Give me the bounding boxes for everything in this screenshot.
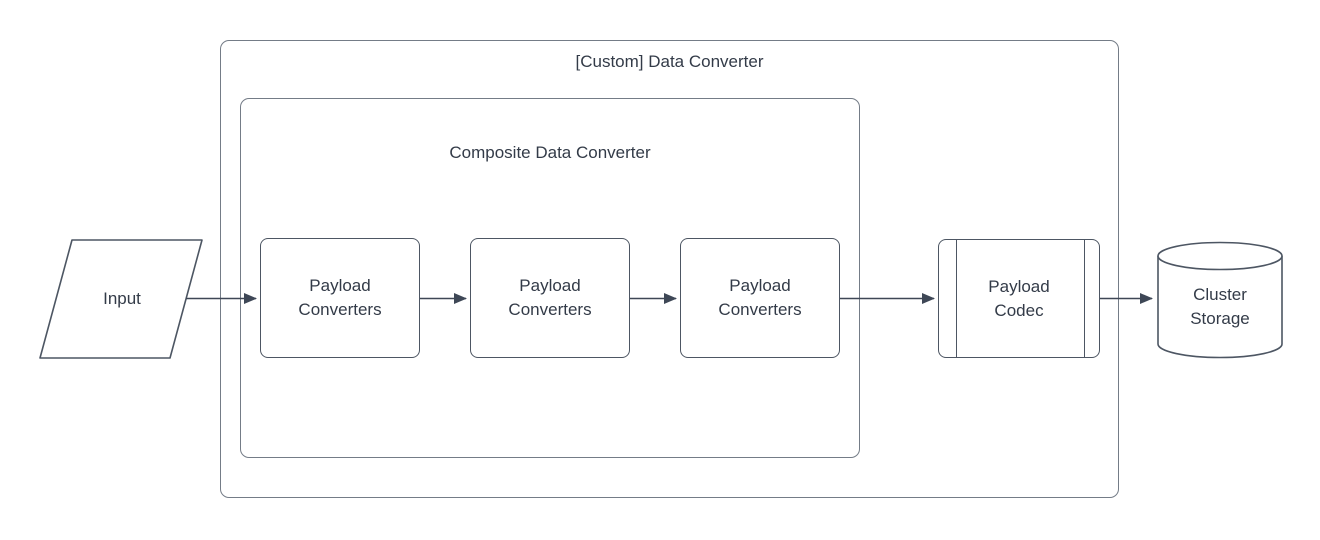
payload-converters-label: Payload Converters xyxy=(718,276,802,319)
custom-data-converter-title: [Custom] Data Converter xyxy=(575,52,764,71)
codec-right-bar xyxy=(1084,240,1085,357)
input-node-label: Input xyxy=(103,289,141,308)
payload-converters-node-1[interactable]: Payload Converters xyxy=(260,238,420,358)
input-node-shape[interactable] xyxy=(36,236,208,362)
payload-converters-node-3[interactable]: Payload Converters xyxy=(680,238,840,358)
payload-codec-node[interactable]: Payload Codec xyxy=(938,239,1100,358)
composite-data-converter-title: Composite Data Converter xyxy=(449,143,651,162)
payload-codec-label: Payload Codec xyxy=(988,276,1050,320)
payload-converters-label: Payload Converters xyxy=(508,276,592,319)
parallelogram-shape xyxy=(39,239,203,359)
payload-converters-node-2[interactable]: Payload Converters xyxy=(470,238,630,358)
payload-converters-label: Payload Converters xyxy=(298,276,382,319)
cylinder-body xyxy=(1157,256,1283,359)
codec-left-bar xyxy=(956,240,957,357)
composite-data-converter-container[interactable]: Composite Data Converter xyxy=(240,98,860,458)
cluster-storage-label: Cluster Storage xyxy=(1190,285,1250,328)
cylinder-top xyxy=(1157,241,1283,271)
custom-data-converter-container[interactable]: [Custom] Data Converter xyxy=(220,40,1119,498)
cluster-storage-node-shape[interactable] xyxy=(1156,240,1284,360)
